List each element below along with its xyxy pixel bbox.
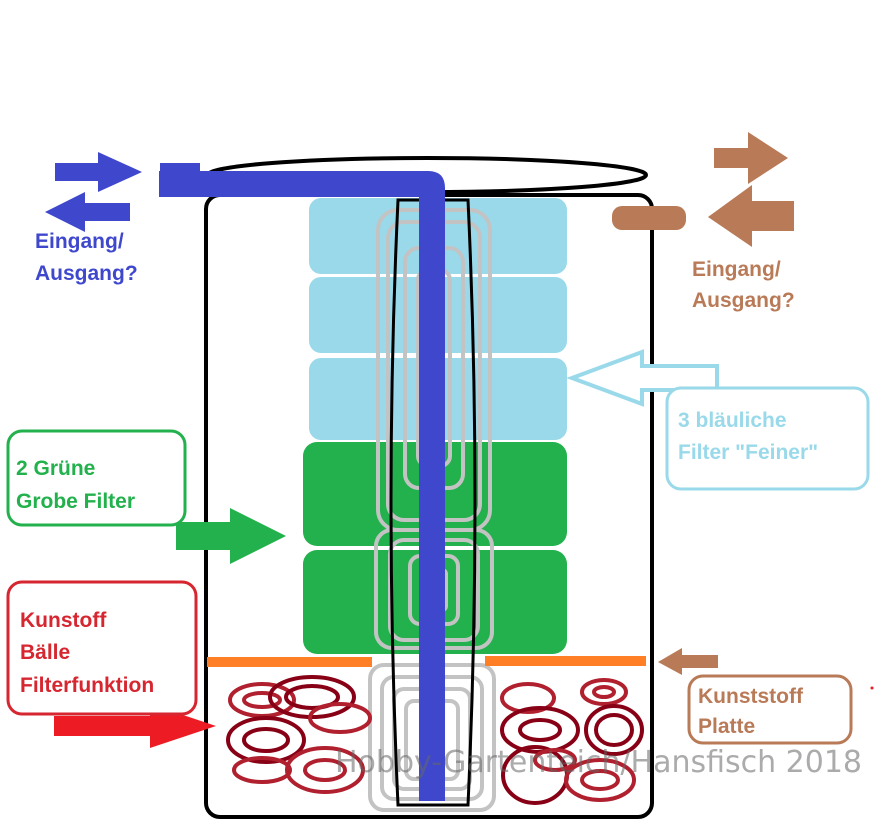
brown-io-arrows (612, 132, 794, 247)
plate-line-1: Kunststoff (698, 685, 804, 708)
coarse-filter-label: 2 Grüne Grobe Filter (16, 457, 135, 513)
coarse-filter-line-1: 2 Grüne (16, 457, 95, 480)
coarse-filter-line-2: Grobe Filter (16, 490, 135, 513)
fine-filter-label: 3 bläuliche Filter "Feiner" (678, 409, 818, 464)
plate-label: Kunststoff Platte (698, 685, 809, 738)
blue-io-label: Eingang/ Ausgang? (35, 230, 138, 285)
blue-io-arrows (45, 152, 142, 232)
blue-io-line-2: Ausgang? (35, 262, 138, 285)
brown-io-line-2: Ausgang? (692, 289, 795, 312)
fine-filter-line-1: 3 bläuliche (678, 409, 787, 432)
plastic-balls-right (500, 678, 644, 805)
plastic-plate (207, 656, 646, 667)
fine-filter-line-2: Filter "Feiner" (678, 441, 818, 464)
blue-pipe (159, 171, 445, 801)
plate-box (687, 674, 853, 745)
blue-pipe-outlet (160, 163, 200, 179)
small-dot (870, 686, 874, 690)
brown-io-line-1: Eingang/ (692, 258, 781, 281)
balls-box (6, 580, 198, 716)
coarse-filter-box (6, 429, 187, 527)
watermark-text: Hobby-Gartenteich/Hansfisch 2018 (335, 745, 862, 780)
balls-line-2: Bälle (20, 641, 70, 664)
coarse-filter-arrow (176, 508, 286, 564)
plate-line-2: Platte (698, 715, 755, 738)
balls-line-3: Filterfunktion (20, 674, 154, 697)
balls-line-1: Kunstoff (20, 609, 107, 632)
plastic-balls-left (226, 675, 372, 794)
brown-io-label: Eingang/ Ausgang? (692, 258, 795, 312)
fine-filter-box (665, 386, 870, 491)
plate-arrow (658, 648, 718, 675)
balls-label: Kunstoff Bälle Filterfunktion (20, 609, 154, 697)
tube-outline (389, 198, 477, 807)
blue-io-line-1: Eingang/ (35, 230, 124, 253)
